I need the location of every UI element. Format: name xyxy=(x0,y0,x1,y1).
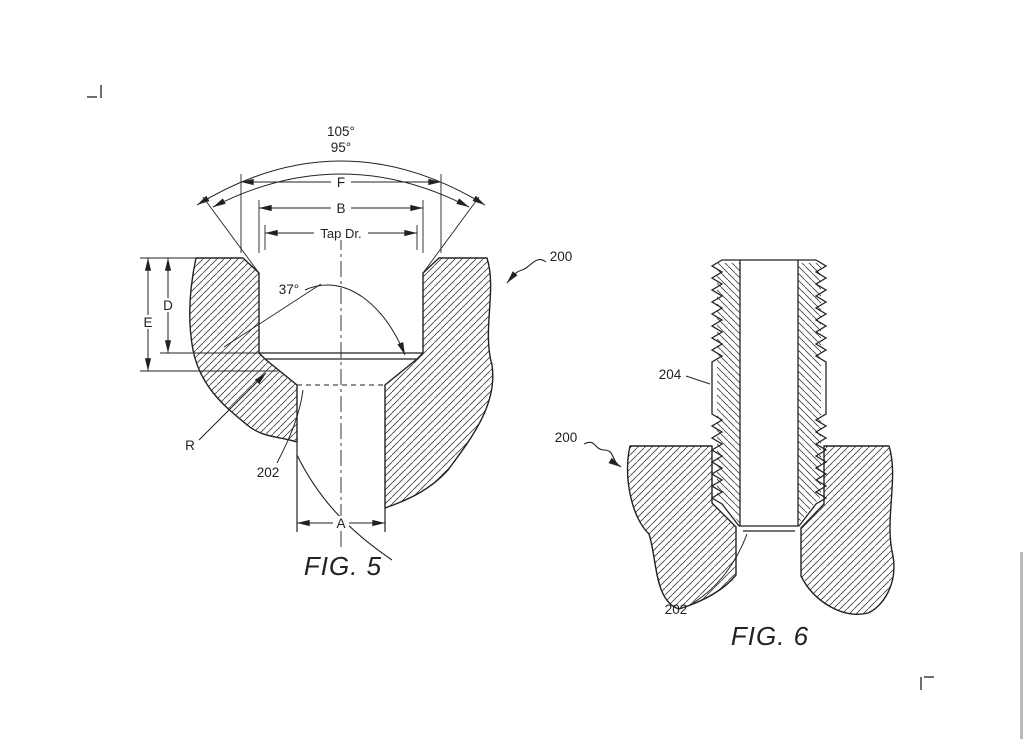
fig5-ref-202-label: 202 xyxy=(257,465,280,480)
fig6-ref-200-leader xyxy=(583,441,622,468)
fig5-radius-leader xyxy=(198,372,267,441)
fig5-dim-f-mask xyxy=(331,175,351,189)
fig5-dim-d-mask xyxy=(159,298,177,312)
fig5-tap-drill-mask xyxy=(314,226,368,240)
fig5-angle-lower-label: 95° xyxy=(331,140,351,155)
fig6-fitting-wall-sections xyxy=(717,263,821,524)
fig5-dim-a-label: A xyxy=(336,516,345,531)
fig6-ref-204-label: 204 xyxy=(659,367,682,382)
fig6-drawing: 204 200 202 FIG. 6 xyxy=(555,259,895,651)
fig5-chamfer-angle-leader xyxy=(304,284,406,356)
fig5-radius-label: R xyxy=(185,438,195,453)
fig5-chamfer-angle-label: 37° xyxy=(279,282,299,297)
fig5-ref-200-label: 200 xyxy=(550,249,573,264)
fig6-left-thread-profile xyxy=(710,259,740,527)
fig6-ref-204-leader xyxy=(685,375,711,385)
fig5-ref-202-leader xyxy=(276,389,304,464)
fig5-ref-200-leader xyxy=(506,259,547,284)
fig5-drawing: 105° 95° F B Tap Dr. D E 37° R 202 xyxy=(139,124,572,581)
fig6-right-thread-profile xyxy=(798,259,828,527)
scan-edge-artifact xyxy=(1020,552,1023,739)
page-corner-mark-bottom-right xyxy=(920,676,934,690)
fig6-ref-202-leader xyxy=(692,533,748,604)
fig6-ref-202-label: 202 xyxy=(665,602,688,617)
fig6-ref-200-label: 200 xyxy=(555,430,578,445)
fig5-dim-e-label: E xyxy=(143,315,152,330)
fig5-dim-b-label: B xyxy=(336,201,345,216)
fig5-caption: FIG. 5 xyxy=(304,551,382,581)
fig5-angle-arcs xyxy=(196,160,486,208)
page-corner-mark-top-left xyxy=(87,85,102,98)
fig6-fitting-outline xyxy=(710,259,828,532)
fig5-tap-drill-label: Tap Dr. xyxy=(320,226,361,241)
fig5-dim-f-label: F xyxy=(337,175,345,190)
fig5-dim-b-mask xyxy=(331,201,351,215)
fig5-break-line xyxy=(296,454,393,561)
fig5-dim-a-mask xyxy=(333,516,349,530)
fig6-caption: FIG. 6 xyxy=(731,621,809,651)
fig5-left-block-section xyxy=(189,257,298,443)
fig6-left-block-section xyxy=(626,445,737,610)
fig5-angle-upper-label: 105° xyxy=(327,124,355,139)
fig5-right-block-section xyxy=(384,257,494,509)
fig6-right-block-section xyxy=(800,445,895,615)
fig5-dim-e-mask xyxy=(139,315,157,329)
fig5-chamfer-ref-line xyxy=(223,283,322,348)
fig5-dim-d-label: D xyxy=(163,298,173,313)
